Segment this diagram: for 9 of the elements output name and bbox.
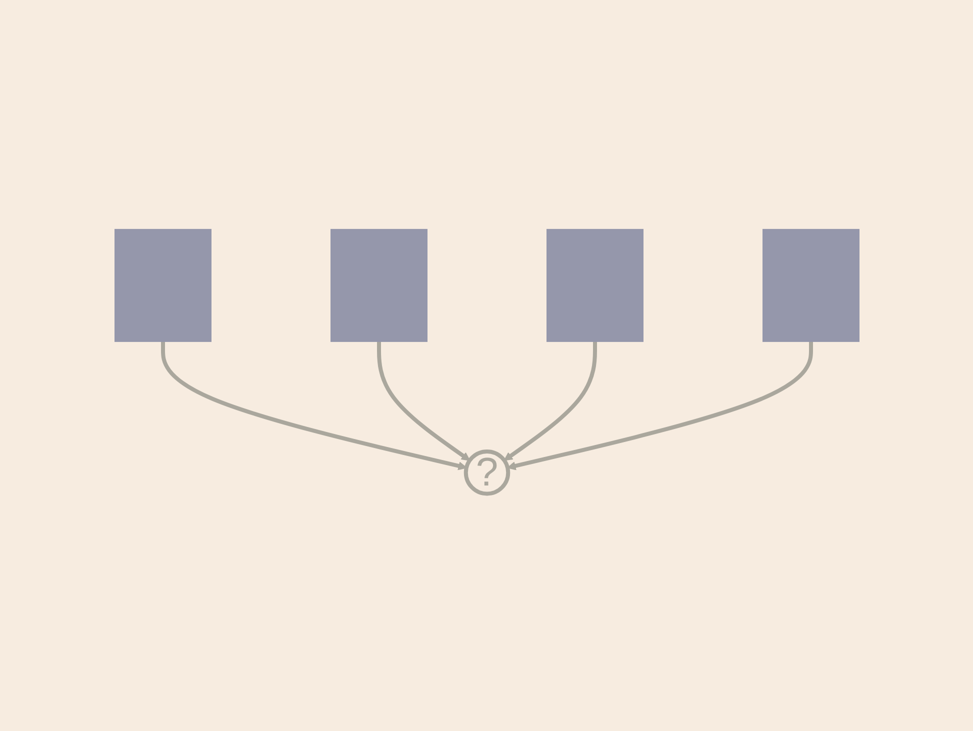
arrow: [506, 340, 812, 470]
arrow: [160, 340, 466, 470]
arrow: [503, 340, 596, 460]
node-circle: ?: [463, 448, 510, 496]
node-box: [546, 228, 643, 342]
node-box: [330, 228, 427, 342]
node-box: [762, 228, 859, 342]
node-box: [114, 228, 211, 342]
arrow: [376, 340, 470, 460]
